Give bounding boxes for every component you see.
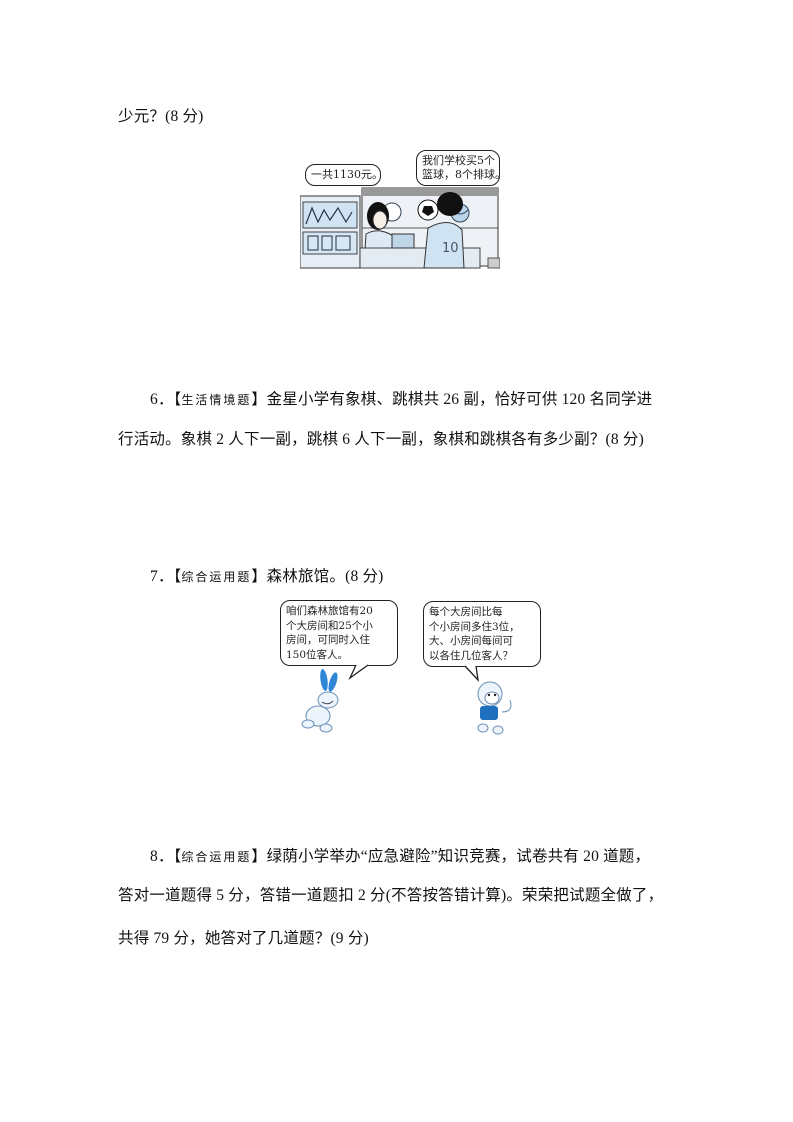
monkey-bubble-line: 以各住几位客人？ [429,649,513,662]
question-6-text-1: 金星小学有象棋、跳棋共 26 副，恰好可供 120 名同学进 [266,391,653,408]
svg-text:10: 10 [442,241,459,256]
question-7-tag: 综合运用题 [181,570,252,584]
question-8-line3: 共得 79 分，她答对了几道题？(9 分) [118,930,369,947]
tag-bracket-open: 【 [173,847,182,865]
tag-bracket-close: 】 [251,847,267,865]
speech-bubble-student: 我们学校买5个 篮球，8个排球。 [416,150,506,186]
tag-bracket-close: 】 [251,567,267,585]
question-6-tag: 生活情境题 [181,393,252,407]
forest-hotel-illustration: 咱们森林旅馆有20 个大房间和25个小 房间，可同时入住 150位客人。 每个大… [280,600,545,735]
rabbit-bubble-line: 房间，可同时入住 [286,634,370,646]
speech-bubble-clerk: 一共1130元。 [305,164,383,186]
question-7-number: 7． [150,568,174,585]
question-8-tag: 综合运用题 [181,850,252,864]
speech-bubble-student-line2: 篮球，8个排球。 [422,168,506,181]
speech-bubble-rabbit: 咱们森林旅馆有20 个大房间和25个小 房间，可同时入住 150位客人。 [280,600,398,666]
tag-bracket-open: 【 [173,567,182,585]
question-6-number: 6． [150,391,174,408]
monkey-bubble-line: 每个大房间比每 [429,606,503,618]
speech-bubble-monkey: 每个大房间比每 个小房间多住3位， 大、小房间每间可 以各住几位客人？ [423,601,541,667]
rabbit-bubble-line: 咱们森林旅馆有20 [286,605,373,617]
question-8-line2: 答对一道题得 5 分，答错一道题扣 2 分(不答按答错计算)。荣荣把试题全做了， [118,887,664,904]
speech-bubble-student-line1: 我们学校买5个 [422,154,495,167]
tag-bracket-close: 】 [251,390,267,408]
question-6-line2: 行活动。象棋 2 人下一副，跳棋 6 人下一副，象棋和跳棋各有多少副？(8 分) [118,431,644,448]
shop-scene-icon: 10 [299,187,501,269]
question-7-text: 森林旅馆。(8 分) [266,568,384,585]
question-5-tail: 少元？(8 分) [118,108,204,125]
sports-shop-illustration: 10 一共1130元。 我们学校买5个 篮球，8个排球。 [299,148,506,272]
question-7-line: 7．【综合运用题】森林旅馆。(8 分) [150,566,384,587]
question-8-text-1: 绿荫小学举办“应急避险”知识竞赛，试卷共有 20 道题， [266,848,651,865]
rabbit-bubble-line: 150位客人。 [286,648,349,661]
question-8-number: 8． [150,848,174,865]
rabbit-bubble-line: 个大房间和25个小 [286,619,373,632]
monkey-bubble-line: 大、小房间每间可 [429,635,513,647]
monkey-bubble-line: 个小房间多住3位， [429,620,520,633]
question-6-line1: 6．【生活情境题】金星小学有象棋、跳棋共 26 副，恰好可供 120 名同学进 [150,389,652,410]
question-8-line1: 8．【综合运用题】绿荫小学举办“应急避险”知识竞赛，试卷共有 20 道题， [150,846,650,867]
tag-bracket-open: 【 [173,390,182,408]
